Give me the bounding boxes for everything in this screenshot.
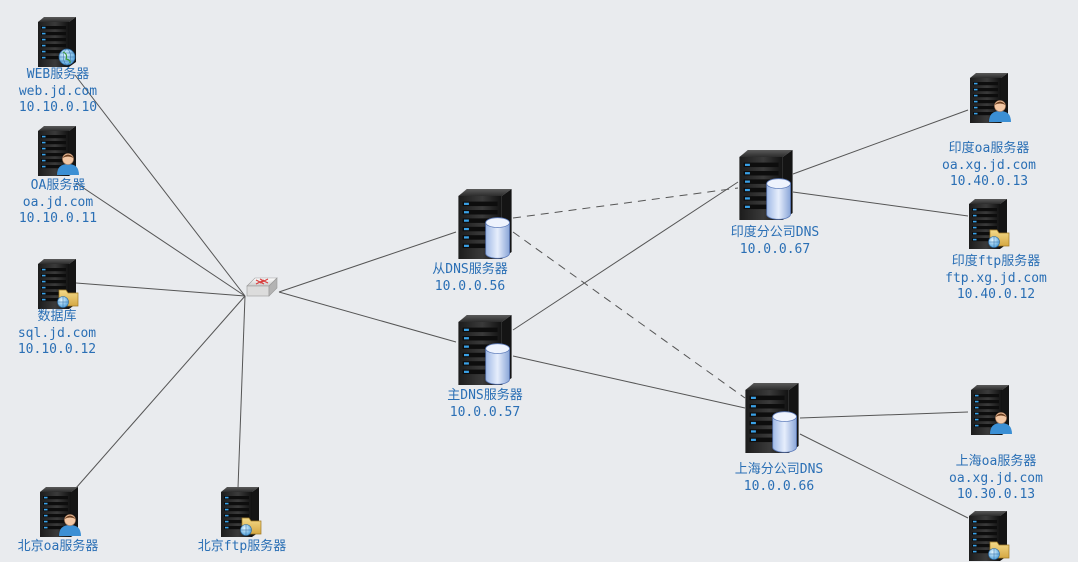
link-switch-to-bj-ftp <box>237 295 246 489</box>
link-slave-dns-to-in-dns <box>512 187 739 219</box>
node-name: WEB服务器 <box>26 67 90 82</box>
node-name: 印度分公司DNS <box>730 225 820 240</box>
link-switch-to-web <box>74 74 246 297</box>
link-sh-dns-to-sh-ftp <box>799 433 969 519</box>
server-user-icon-bj-oa[interactable] <box>40 487 81 537</box>
link-in-dns-to-in-oa <box>792 109 969 175</box>
node-name: 印度ftp服务器 <box>951 254 1041 269</box>
node-name: 北京oa服务器 <box>17 539 99 554</box>
node-detail: 10.0.0.56 <box>434 278 506 294</box>
link-slave-dns-to-sh-dns <box>512 231 746 399</box>
node-detail: 10.0.0.67 <box>739 241 811 257</box>
node-label-bj-ftp: 北京ftp服务器 <box>198 539 286 556</box>
node-detail: 10.0.0.66 <box>743 478 815 494</box>
server-user-icon-in-oa[interactable] <box>970 73 1011 123</box>
node-label-bj-oa: 北京oa服务器 <box>18 539 99 556</box>
link-switch-to-oa <box>75 182 246 297</box>
server-folder-icon-in-ftp[interactable] <box>969 199 1010 249</box>
node-detail: 10.40.0.13 <box>949 174 1029 189</box>
node-detail: 10.30.0.13 <box>956 487 1036 502</box>
link-switch-to-slave-dns <box>278 231 457 293</box>
node-name: 从DNS服务器 <box>432 262 508 277</box>
server-database-icon-master-dns[interactable] <box>458 315 512 385</box>
node-detail: oa.jd.com <box>22 194 94 210</box>
server-folder-icon-sh-ftp[interactable] <box>969 511 1010 561</box>
node-name: 上海oa服务器 <box>955 454 1037 469</box>
node-name: 主DNS服务器 <box>447 388 523 403</box>
node-name: 印度oa服务器 <box>948 141 1030 156</box>
server-database-icon-sh-dns[interactable] <box>745 383 799 453</box>
link-master-dns-to-in-dns <box>512 181 739 331</box>
node-detail: 10.0.0.57 <box>449 404 521 420</box>
server-web-icon-web[interactable] <box>38 17 76 67</box>
server-user-icon-sh-oa[interactable] <box>971 385 1012 435</box>
node-name: 上海分公司DNS <box>734 462 824 477</box>
link-switch-to-master-dns <box>278 291 457 343</box>
switch-icon-switch[interactable] <box>246 277 278 297</box>
server-folder-icon-db[interactable] <box>38 259 79 309</box>
link-in-dns-to-in-ftp <box>792 191 969 217</box>
server-folder-icon-bj-ftp[interactable] <box>221 487 262 537</box>
node-detail: 10.40.0.12 <box>956 287 1036 302</box>
node-detail: sql.jd.com <box>17 325 97 341</box>
link-switch-to-bj-oa <box>75 295 246 489</box>
node-detail: oa.xg.jd.com <box>942 157 1036 173</box>
server-user-icon-oa[interactable] <box>38 126 79 176</box>
node-name: 北京ftp服务器 <box>197 539 287 554</box>
server-database-icon-in-dns[interactable] <box>739 150 793 220</box>
node-detail: 10.10.0.10 <box>18 100 98 115</box>
node-detail: 10.10.0.12 <box>17 342 97 357</box>
node-detail: oa.xg.jd.com <box>949 470 1043 486</box>
node-detail: 10.10.0.11 <box>18 211 98 226</box>
node-detail: web.jd.com <box>18 83 98 99</box>
link-master-dns-to-sh-dns <box>512 355 746 409</box>
link-sh-dns-to-sh-oa <box>799 411 969 419</box>
server-database-icon-slave-dns[interactable] <box>458 189 512 259</box>
link-switch-to-db <box>75 282 246 297</box>
node-name: OA服务器 <box>30 178 86 193</box>
node-detail: ftp.xg.jd.com <box>945 270 1047 286</box>
node-name: 数据库 <box>37 309 77 324</box>
